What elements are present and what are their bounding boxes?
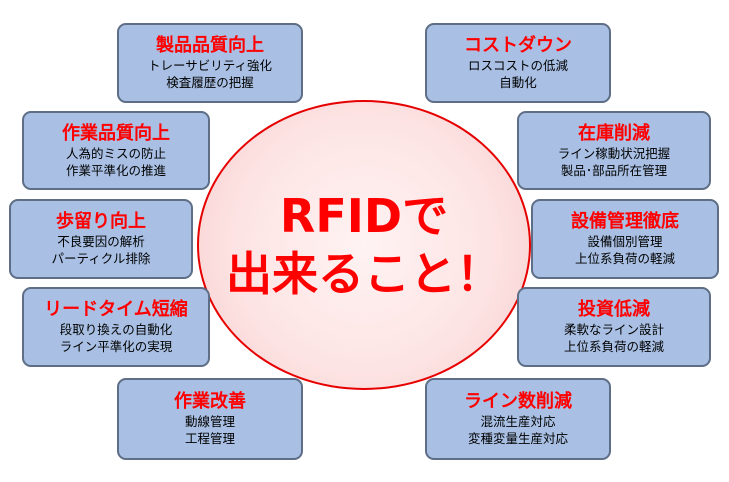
card-title: 作業改善 (174, 391, 246, 412)
card-line: ライン平準化の実現 (59, 339, 173, 354)
card-line: 製品･部品所在管理 (560, 162, 668, 178)
card-line: トレーサビリティ強化 (147, 58, 272, 73)
card-title: リードタイム短縮 (44, 299, 188, 320)
card-title: コストダウン (464, 35, 572, 56)
card-line: 設備個別管理 (587, 234, 663, 249)
card-line: ライン稼動状況把握 (557, 145, 671, 161)
card-line: 柔軟なライン設計 (563, 322, 664, 337)
card-line: 変種変量生産対応 (467, 431, 568, 446)
card-yield-improvement: 歩留り向上 不良要因の解析 パーティクル排除 (9, 199, 193, 279)
card-line: 作業平準化の推進 (65, 162, 166, 178)
card-work-quality: 作業品質向上 人為的ミスの防止 作業平準化の推進 (22, 111, 210, 190)
card-title: 在庫削減 (578, 122, 650, 144)
card-line: 不良要因の解析 (57, 234, 145, 249)
card-title: 作業品質向上 (62, 122, 170, 144)
card-work-improvement: 作業改善 動線管理 工程管理 (117, 378, 303, 460)
card-product-quality: 製品品質向上 トレーサビリティ強化 検査履歴の把握 (117, 23, 303, 103)
card-cost-down: コストダウン ロスコストの低減 自動化 (425, 23, 611, 103)
card-line: 段取り換えの自動化 (59, 322, 173, 337)
card-title: 歩留り向上 (56, 211, 146, 232)
card-line: 人為的ミスの防止 (65, 145, 166, 161)
card-line: 検査履歴の把握 (166, 75, 254, 90)
card-line-reduction: ライン数削減 混流生産対応 変種変量生産対応 (425, 378, 611, 460)
card-lead-time-reduction: リードタイム短縮 段取り換えの自動化 ライン平準化の実現 (22, 287, 210, 367)
card-inventory-reduction: 在庫削減 ライン稼動状況把握 製品･部品所在管理 (517, 111, 711, 190)
card-title: 製品品質向上 (156, 35, 264, 56)
card-equipment-management: 設備管理徹底 設備個別管理 上位系負荷の軽減 (531, 199, 719, 279)
card-line: パーティクル排除 (51, 251, 151, 266)
center-title-line-1: RFIDで (279, 189, 449, 243)
card-title: ライン数削減 (464, 391, 572, 412)
card-line: 自動化 (499, 75, 537, 90)
card-line: ロスコストの低減 (467, 58, 568, 73)
card-line: 工程管理 (184, 431, 235, 446)
card-line: 混流生産対応 (480, 414, 556, 429)
card-line: 動線管理 (184, 414, 235, 429)
card-investment-reduction: 投資低減 柔軟なライン設計 上位系負荷の軽減 (517, 287, 711, 367)
card-line: 上位系負荷の軽減 (563, 339, 664, 354)
center-title-line-2: 出来ること！ (226, 247, 502, 301)
card-title: 投資低減 (578, 299, 650, 320)
card-line: 上位系負荷の軽減 (574, 251, 675, 266)
card-title: 設備管理徹底 (571, 211, 679, 232)
center-circle: RFIDで 出来ること！ (197, 100, 531, 390)
